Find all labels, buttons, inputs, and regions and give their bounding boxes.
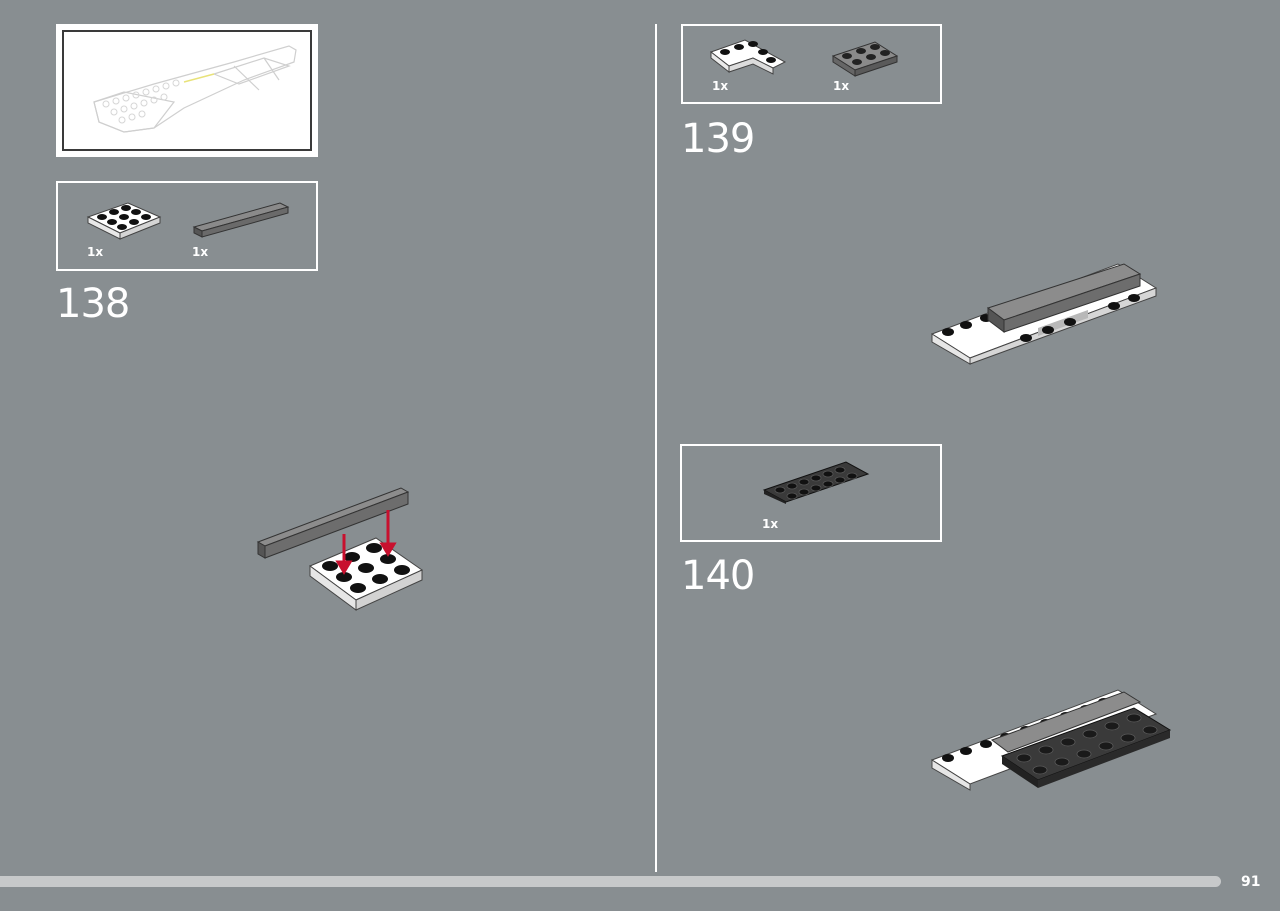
overview-thumbnail xyxy=(56,24,318,157)
dark-gray-tile-1x6-icon xyxy=(192,202,290,238)
overview-frame xyxy=(62,30,312,151)
part-qty: 1x xyxy=(87,245,104,259)
white-plate-3x3-icon xyxy=(86,202,162,240)
step-140-assembly-illustration xyxy=(930,689,1172,791)
part-qty: 1x xyxy=(192,245,209,259)
step-138-assembly-illustration xyxy=(256,487,424,611)
down-arrows xyxy=(335,510,397,575)
part-qty: 1x xyxy=(762,517,779,531)
highlight-line xyxy=(183,73,215,83)
parts-list-step-139: 1x 1x xyxy=(681,24,942,104)
progress-bar xyxy=(0,876,1221,887)
overview-model-illustration xyxy=(93,45,297,133)
parts-list-step-140: 1x xyxy=(680,444,942,542)
step-139-assembly-illustration xyxy=(930,263,1158,365)
dark-gray-plate-2x3-icon xyxy=(831,41,899,77)
page-divider xyxy=(655,24,657,872)
step-number: 139 xyxy=(681,116,755,162)
part-qty: 1x xyxy=(712,79,729,93)
black-plate-2x6-icon xyxy=(762,461,870,504)
step-number: 138 xyxy=(56,281,130,327)
white-corner-plate-icon xyxy=(709,39,787,75)
step-number: 140 xyxy=(681,553,755,599)
parts-list-step-138: 1x 1x xyxy=(56,181,318,271)
part-qty: 1x xyxy=(833,79,850,93)
page-number: 91 xyxy=(1241,874,1261,890)
